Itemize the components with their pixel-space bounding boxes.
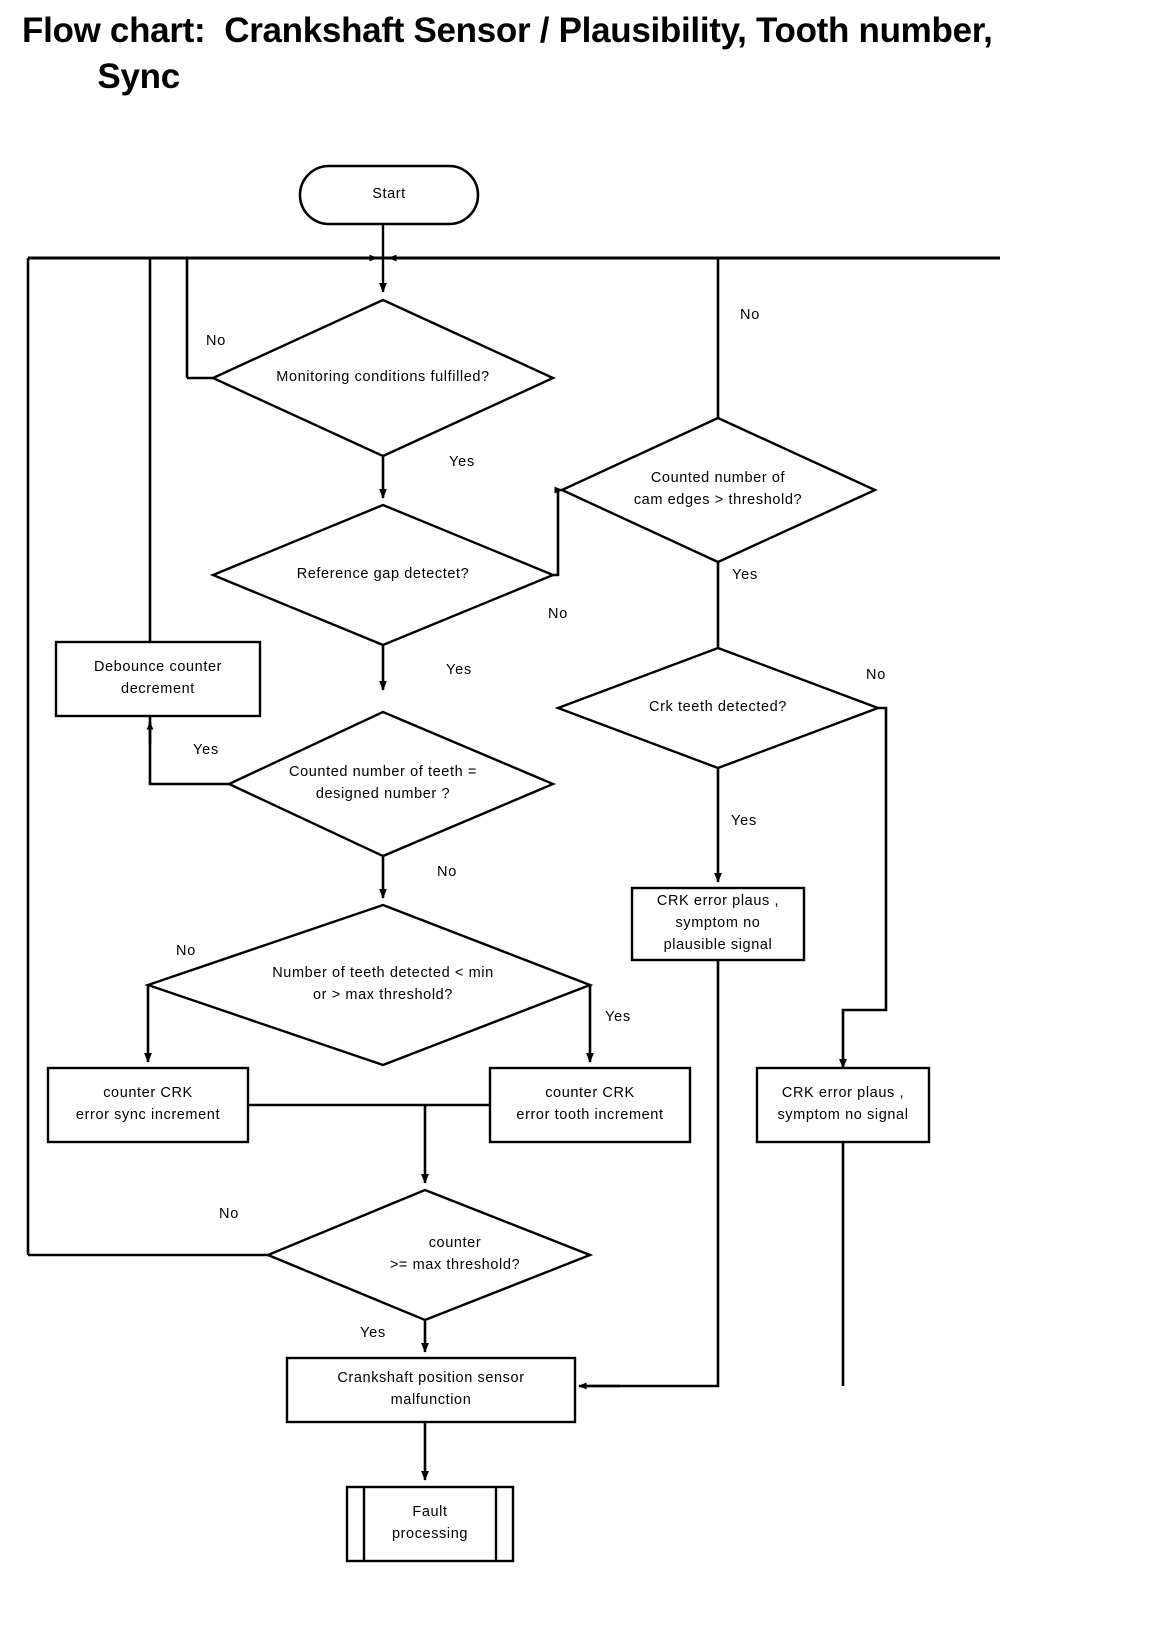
edge-label-ref-gap-no: No xyxy=(548,606,569,622)
node-malfunction-shape xyxy=(285,1356,577,1424)
edge-label-cam-edges-yes: Yes xyxy=(732,567,759,583)
node-err-plaus-ns-shape xyxy=(755,1066,931,1144)
node-mon-cond-shape xyxy=(210,298,556,458)
edge-label-mon-cond-yes: Yes xyxy=(449,454,476,470)
node-cnt-tooth-shape xyxy=(488,1066,692,1144)
node-start-shape xyxy=(298,164,480,226)
node-teeth-eq-shape xyxy=(226,710,557,858)
edge-label-crk-teeth-yes: Yes xyxy=(731,813,758,829)
node-debounce-shape xyxy=(54,640,262,718)
node-cnt-max-shape xyxy=(264,1188,594,1322)
node-crk-teeth-shape xyxy=(554,646,882,770)
edge-label-teeth-eq-yes: Yes xyxy=(193,742,220,758)
node-fault-proc-shape xyxy=(345,1485,515,1563)
edge-label-teeth-minmax-yes: Yes xyxy=(605,1009,632,1025)
node-teeth-minmax-shape xyxy=(144,903,594,1067)
page-title: Flow chart: Crankshaft Sensor / Plausibi… xyxy=(22,11,993,97)
edge-label-teeth-eq-no: No xyxy=(437,864,458,880)
edge-label-ref-gap-yes: Yes xyxy=(446,662,473,678)
edge-label-cnt-max-no: No xyxy=(219,1206,240,1222)
node-ref-gap-shape xyxy=(209,503,557,647)
node-err-plaus-nps-shape xyxy=(630,886,806,962)
node-cnt-sync-shape xyxy=(46,1066,250,1144)
edge-label-crk-teeth-no: No xyxy=(866,667,887,683)
edge-label-mon-cond-no: No xyxy=(206,333,227,349)
edge-label-teeth-minmax-no: No xyxy=(176,943,197,959)
edge-label-cnt-max-yes: Yes xyxy=(360,1325,387,1341)
node-cam-edges-shape xyxy=(559,416,878,564)
edge-label-cam-edges-no: No xyxy=(740,307,761,323)
